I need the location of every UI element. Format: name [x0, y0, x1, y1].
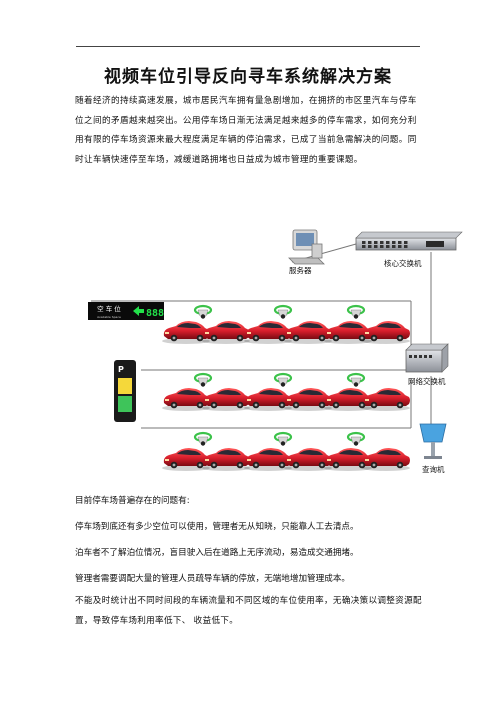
arrow-left-icon	[133, 306, 144, 316]
document-title: 视频车位引导反向寻车系统解决方案	[104, 67, 392, 87]
core-switch-icon: 核心交换机	[355, 231, 463, 268]
vacancy-sign: 空 车 位 Available Space 888	[88, 302, 164, 320]
parking-row-1	[162, 304, 410, 344]
header-rule	[76, 46, 420, 47]
network-cables	[91, 243, 432, 429]
problem-item: 泊车者不了解泊位情况，盲目驶入后在道路上无序流动，易造成交通拥堵。	[75, 548, 359, 558]
intro-paragraph: 随着经济的持续高速发展，城市居民汽车拥有量急剧增加，在拥挤的市区里汽车与停车位之…	[75, 96, 417, 165]
sign-subtext: Available Space	[97, 315, 121, 319]
kiosk-label: 查询机	[422, 464, 445, 474]
server-label: 服务器	[289, 265, 312, 275]
core-switch-label: 核心交换机	[384, 258, 422, 268]
sign-text: 空 车 位	[97, 304, 121, 313]
guidance-terminal: P	[114, 360, 136, 422]
system-diagram: 服务器 核心交换机 网络交换机 查询机 空 车 位 Available Spac…	[88, 229, 463, 474]
server-icon: 服务器	[288, 229, 325, 275]
terminal-letter: P	[118, 365, 124, 374]
network-switch-label: 网络交换机	[408, 376, 446, 386]
parking-row-3	[162, 431, 410, 471]
query-kiosk-icon: 查询机	[419, 423, 447, 474]
problem-item: 停车场到底还有多少空位可以使用，管理者无从知晓，只能靠人工去清点。	[75, 522, 359, 532]
problem-item: 管理者需要调配大量的管理人员疏导车辆的停放，无端地增加管理成本。	[75, 574, 351, 584]
network-switch-icon: 网络交换机	[405, 343, 449, 386]
parking-row-2	[162, 372, 410, 411]
problems-heading: 目前停车场普遍存在的问题有:	[75, 496, 190, 506]
problem-item: 不能及时统计出不同时间段的车辆流量和不同区域的车位使用率，无确决策以调整资源配置…	[75, 596, 422, 626]
sign-count: 888	[146, 308, 164, 319]
